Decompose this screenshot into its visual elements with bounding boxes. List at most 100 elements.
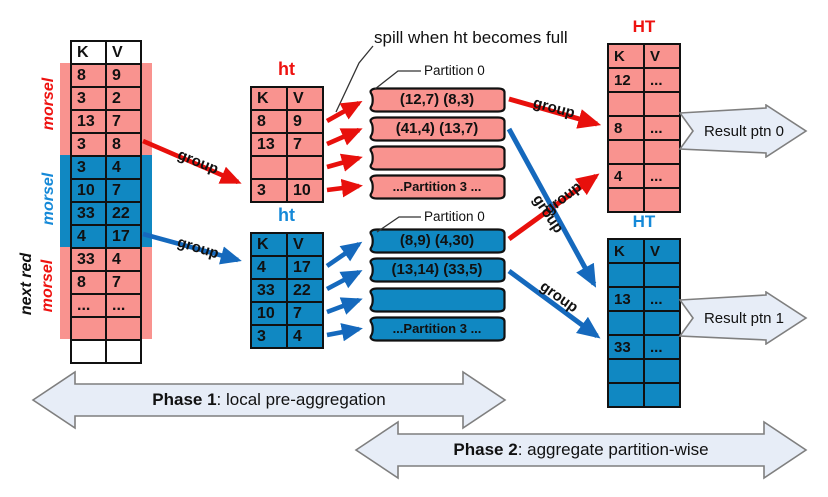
strip-text: (12,7) (8,3) — [399, 91, 475, 108]
cell: 8 — [607, 115, 645, 141]
cell: 13 — [70, 109, 107, 134]
partition-strip-blue-3: ...Partition 3 ... — [368, 316, 506, 342]
cell: 33 — [70, 201, 107, 226]
cell: 7 — [286, 301, 324, 326]
cell — [607, 187, 645, 213]
cell: 3 — [70, 155, 107, 180]
group-label-blue-bottom: group — [536, 277, 582, 317]
strip-text — [368, 287, 506, 313]
cell: 8 — [70, 270, 107, 295]
HT-blue-title: HT — [632, 212, 656, 231]
strip-shape — [369, 316, 506, 342]
group-label-red-top: group — [531, 94, 577, 122]
cell: V — [105, 40, 142, 65]
cell — [607, 91, 645, 117]
ht-blue-title: ht — [278, 205, 295, 225]
cell: 8 — [250, 109, 288, 134]
table-row: ...... — [70, 293, 142, 318]
group-label-blue-left: group — [175, 233, 221, 263]
cell: 33 — [607, 334, 645, 360]
phase1-bold: Phase 1 — [152, 390, 217, 409]
table-row: 13... — [607, 286, 681, 312]
cell — [607, 262, 645, 288]
cell: 10 — [286, 178, 324, 203]
strip-text: (13,14) (33,5) — [391, 261, 483, 278]
phase2-rest: : aggregate partition-wise — [517, 440, 709, 459]
cell: 4 — [607, 163, 645, 189]
cell: 13 — [607, 286, 645, 312]
cell: K — [607, 43, 645, 69]
cell — [607, 310, 645, 336]
cell: 3 — [250, 324, 288, 349]
cell: ... — [643, 163, 681, 189]
cell — [70, 339, 107, 364]
strip-text: (8,9) (4,30) — [399, 232, 475, 249]
cell: 2 — [105, 86, 142, 111]
cell — [70, 316, 107, 341]
cell: K — [250, 232, 288, 257]
cell — [607, 139, 645, 165]
cell: 7 — [286, 132, 324, 157]
cell — [643, 91, 681, 117]
phase-arrow-shape — [354, 420, 808, 480]
cell: 33 — [70, 247, 107, 272]
cell: ... — [643, 286, 681, 312]
cell: ... — [643, 334, 681, 360]
table-row — [607, 358, 681, 384]
cell: 7 — [105, 109, 142, 134]
cell: 4 — [250, 255, 288, 280]
table-row — [70, 339, 142, 364]
table-row — [607, 91, 681, 117]
partition-strip-red-1: (41,4) (13,7) — [368, 116, 506, 142]
cell: ... — [70, 293, 107, 318]
cell: 9 — [286, 109, 324, 134]
strip-shape — [369, 116, 506, 142]
result-arrow-1: Result ptn 1 — [678, 290, 810, 346]
result-arrow-label: Result ptn 0 — [703, 122, 785, 140]
table-row: 4... — [607, 163, 681, 189]
cell: ... — [105, 293, 142, 318]
group-label-red-cross: group — [541, 178, 585, 218]
cell — [643, 139, 681, 165]
cell — [105, 316, 142, 341]
phase1-rest: : local pre-aggregation — [216, 390, 386, 409]
cell: 3 — [70, 132, 107, 157]
result-arrow-0: Result ptn 0 — [678, 103, 810, 159]
spill-arrow-blue-3 — [326, 323, 363, 342]
cell: 13 — [250, 132, 288, 157]
cell: 9 — [105, 63, 142, 88]
strip-shape — [369, 145, 506, 171]
partition-strip-blue-2 — [368, 287, 506, 313]
partition-strip-red-0: (12,7) (8,3) — [368, 87, 506, 113]
cell: 4 — [105, 247, 142, 272]
cell — [643, 310, 681, 336]
strip-text: ...Partition 3 ... — [392, 179, 482, 194]
phase1-label: Phase 1: local pre-aggregation — [30, 390, 508, 410]
cell — [643, 187, 681, 213]
strip-text — [368, 145, 506, 171]
group-label-red-left: group — [175, 146, 221, 178]
cell — [607, 358, 645, 384]
cell: 22 — [105, 201, 142, 226]
table-row — [607, 139, 681, 165]
strip-text: ...Partition 3 ... — [392, 321, 482, 336]
phase2-arrow: Phase 2: aggregate partition-wise — [353, 418, 809, 482]
cell: ... — [643, 67, 681, 93]
strip-shape — [369, 174, 506, 200]
cell: 8 — [70, 63, 107, 88]
cell: 4 — [286, 324, 324, 349]
cell: 4 — [70, 224, 107, 249]
table-row — [607, 382, 681, 408]
